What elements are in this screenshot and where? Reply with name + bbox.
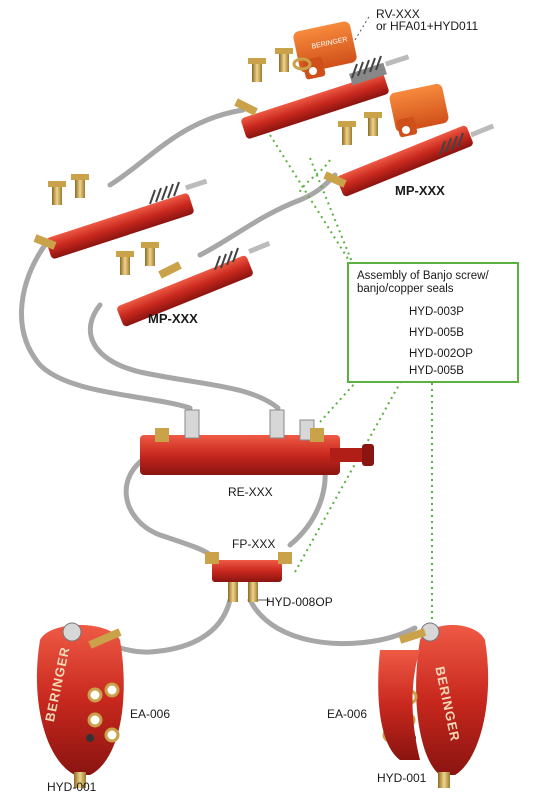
mp-left-label: MP-XXX — [148, 311, 198, 326]
re-label: RE-XXX — [228, 485, 273, 499]
hose-a — [107, 107, 246, 188]
legend-box: Assembly of Banjo screw/ banjo/copper se… — [347, 262, 519, 383]
hose-h — [247, 597, 418, 647]
hose-d — [197, 172, 338, 258]
fp-label: FP-XXX — [232, 537, 276, 551]
legend-item-hyd005b-1: HYD-005B — [409, 327, 464, 339]
fittings-top — [234, 48, 312, 116]
legend-item-hyd003p: HYD-003P — [409, 306, 464, 318]
caliper-left — [36, 622, 124, 788]
hyd001-right-label: HYD-001 — [377, 771, 427, 785]
mp-right-label: MP-XXX — [395, 183, 445, 198]
ea-left-label: EA-006 — [130, 707, 171, 721]
rv-reservoir: BERINGER — [293, 21, 357, 80]
rv-label: RV-XXX — [376, 7, 420, 21]
master-pump-mid — [116, 241, 271, 327]
master-pump-right — [323, 112, 495, 197]
rv-alt-label: or HFA01+HYD011 — [376, 19, 479, 33]
caliper-right — [378, 622, 489, 788]
master-pump-left — [33, 174, 208, 259]
legend-item-hyd002op: HYD-002OP — [409, 348, 473, 360]
ea-right-label: EA-006 — [327, 707, 368, 721]
hose-c — [88, 302, 281, 411]
re-block — [140, 409, 374, 475]
master-pump-top — [241, 54, 410, 139]
leader-lines — [269, 134, 433, 630]
hose-b — [19, 242, 193, 411]
hose-e — [123, 447, 213, 558]
legend-title: Assembly of Banjo screw/ banjo/copper se… — [357, 270, 489, 295]
reservoir-2 — [389, 83, 449, 138]
fp-block — [205, 552, 292, 602]
hyd001-left-label: HYD-001 — [47, 780, 97, 794]
legend-item-hyd005b-2: HYD-005B — [409, 365, 464, 377]
hyd008-label: HYD-008OP — [266, 595, 333, 609]
